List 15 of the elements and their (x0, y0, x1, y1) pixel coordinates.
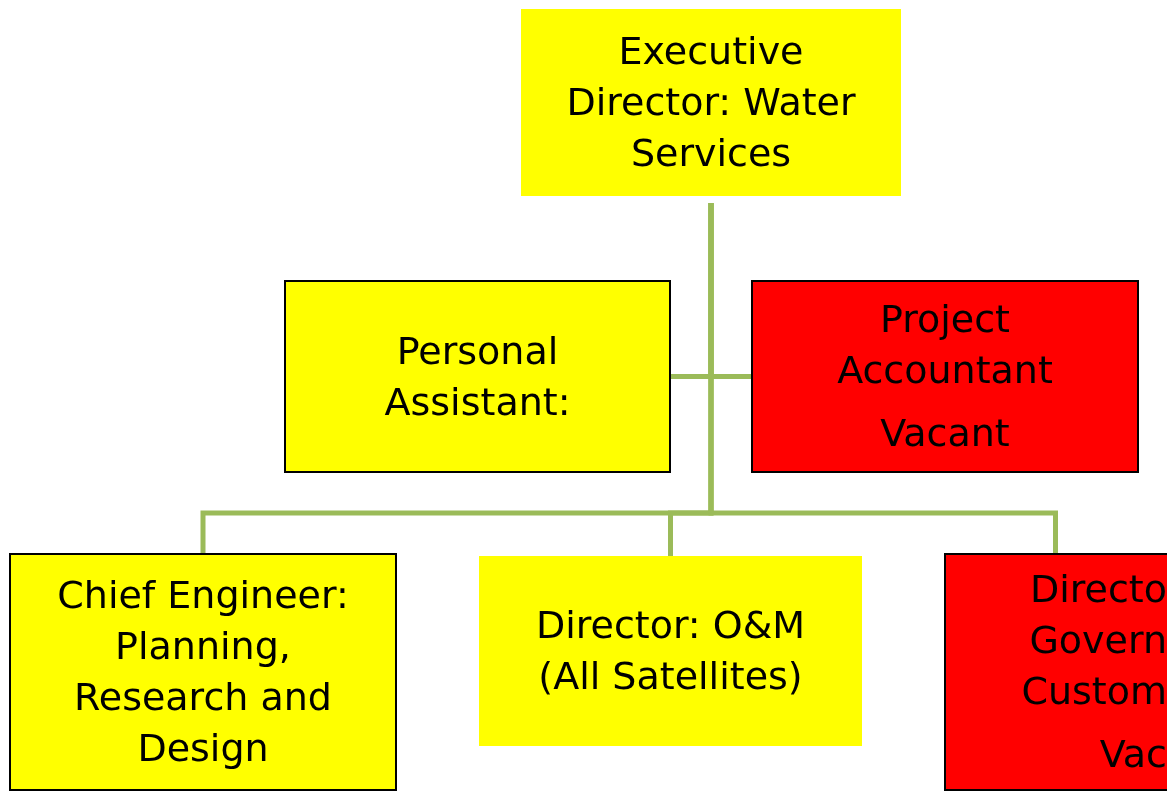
role-title: Directo Govern Custom (1020, 566, 1167, 715)
org-box (521, 9, 901, 196)
org-box (479, 556, 862, 746)
connector-line (708, 203, 1058, 553)
role-title: Director: O&M (All Satellites) (534, 602, 807, 700)
role-title: Executive Director: Water Services (565, 28, 857, 177)
role-title: Chief Engineer: Planning, Research and Design (56, 572, 350, 772)
org-box (9, 553, 397, 791)
role-title: Vac (1098, 731, 1167, 778)
org-box (944, 553, 1167, 791)
role-title: Vacant (879, 410, 1011, 457)
role-title: Personal Assistant: (383, 327, 572, 426)
org-box (751, 280, 1139, 473)
org-box (284, 280, 671, 473)
role-title: Project Accountant (836, 296, 1054, 394)
